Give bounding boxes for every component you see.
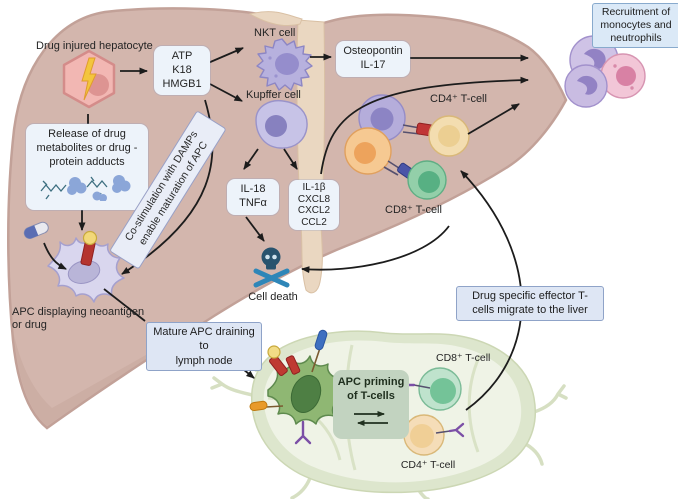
kupffer-nucleus	[265, 115, 287, 137]
release-line: protein adducts	[49, 155, 125, 168]
release-line: metabolites or drug -	[36, 141, 138, 154]
il1b-line: CXCL8	[297, 193, 331, 205]
recruitment-line: neutrophils	[610, 32, 662, 45]
damps-line: K18	[172, 63, 192, 76]
arrow-damps-to-kupffer	[209, 83, 243, 102]
arrow-cd4-outward	[467, 103, 520, 135]
arrow-kupffer-to-il18	[243, 148, 259, 170]
drug-metabolite-molecules-icon	[31, 171, 143, 206]
mature-apc-box: Mature APC draining to lymph node	[146, 322, 262, 371]
il1b-line: IL-1β	[302, 182, 326, 193]
apc-priming-box: APC priming of T-cells	[333, 370, 409, 440]
il1b-line: CCL2	[301, 216, 327, 228]
costim-pin-blue-icon	[311, 329, 328, 373]
drug-specific-line: Drug specific effector T-	[472, 290, 588, 302]
cd4-node-label: CD4⁺ T-cell	[400, 459, 456, 471]
kupffer-label: Kupffer cell	[246, 89, 301, 101]
hepatocyte-label: Drug injured hepatocyte	[36, 40, 153, 52]
lightning-bolt-icon	[81, 57, 97, 101]
neoantigen-pin-red-icon	[80, 230, 98, 266]
damps-line: HMGB1	[162, 77, 202, 90]
cd8-t-cell-node-icon	[398, 367, 462, 411]
damps-box: ATP K18 HMGB1	[154, 46, 210, 96]
il18-box: IL-18 TNFα	[227, 179, 279, 215]
pill-capsule-icon	[23, 221, 49, 239]
hepatocyte-cell	[62, 49, 116, 109]
il18-line: TNFα	[239, 196, 267, 209]
osteopontin-line: Osteopontin	[343, 45, 403, 57]
drug-specific-line: cells migrate to the liver	[472, 304, 588, 317]
apc-priming-line: APC priming	[337, 376, 405, 388]
tcr-y-purple-icon	[448, 422, 465, 438]
il18-line: IL-18	[240, 183, 266, 195]
recruitment-line: Recruitment of	[601, 6, 671, 18]
osteopontin-box: Osteopontin IL-17	[336, 41, 410, 77]
nkt-label: NKT cell	[254, 27, 296, 39]
cd8-liver-label: CD8⁺ T-cell	[385, 204, 442, 216]
cd8-node-label: CD8⁺ T-cell	[436, 352, 491, 364]
release-line: Release of drug	[48, 128, 126, 140]
damps-line: ATP	[171, 50, 193, 62]
line-apc-to-mature-box	[103, 288, 146, 322]
apc-priming-line: of T-cells	[347, 389, 395, 402]
arrow-kupffer-to-il1b	[283, 148, 298, 170]
apc-label-line1: APC displaying neoantigen	[12, 306, 145, 318]
arrow-damps-to-nkt	[207, 47, 244, 64]
neoantigen-pin-red-icon	[267, 345, 301, 377]
recruitment-box: Recruitment of monocytes and neutrophils	[592, 3, 678, 49]
arrow-drug-to-apc	[43, 242, 67, 270]
skull-crossbones-icon	[253, 247, 290, 288]
costim-pin-orange-icon	[249, 400, 284, 412]
mature-apc-line: Mature APC draining to	[153, 326, 255, 353]
osteopontin-line: IL-17	[360, 58, 386, 71]
arrow-curve-to-recruitment	[320, 76, 529, 175]
drug-specific-box: Drug specific effector T- cells migrate …	[456, 286, 604, 321]
arrow-tcells-to-cell-death	[301, 225, 450, 274]
mature-apc-line: lymph node	[175, 354, 233, 367]
release-box: Release of drug metabolites or drug - pr…	[26, 124, 148, 210]
il1b-line: CXCL2	[297, 205, 331, 216]
arrow-il18-to-cell-death	[245, 216, 265, 242]
equilibrium-arrows-icon	[337, 409, 405, 434]
apc-cell-liver	[47, 230, 125, 303]
cell-death-label: Cell death	[248, 291, 298, 303]
nkt-nucleus	[275, 53, 299, 75]
kupffer-cell-icon	[255, 99, 308, 149]
liver-t-cell-cluster	[344, 94, 470, 200]
antibody-y-purple-icon	[294, 420, 312, 445]
nkt-cell-icon	[256, 38, 313, 91]
recruitment-line: monocytes and	[600, 19, 672, 32]
cd4-liver-label: CD4⁺ T-cell	[430, 93, 487, 105]
il1b-box: IL-1β CXCL8 CXCL2 CCL2	[289, 180, 339, 230]
cd4-t-cell-node-icon	[403, 414, 465, 456]
apc-label-line2: or drug	[12, 318, 47, 331]
apc-label: APC displaying neoantigen or drug	[12, 306, 144, 332]
